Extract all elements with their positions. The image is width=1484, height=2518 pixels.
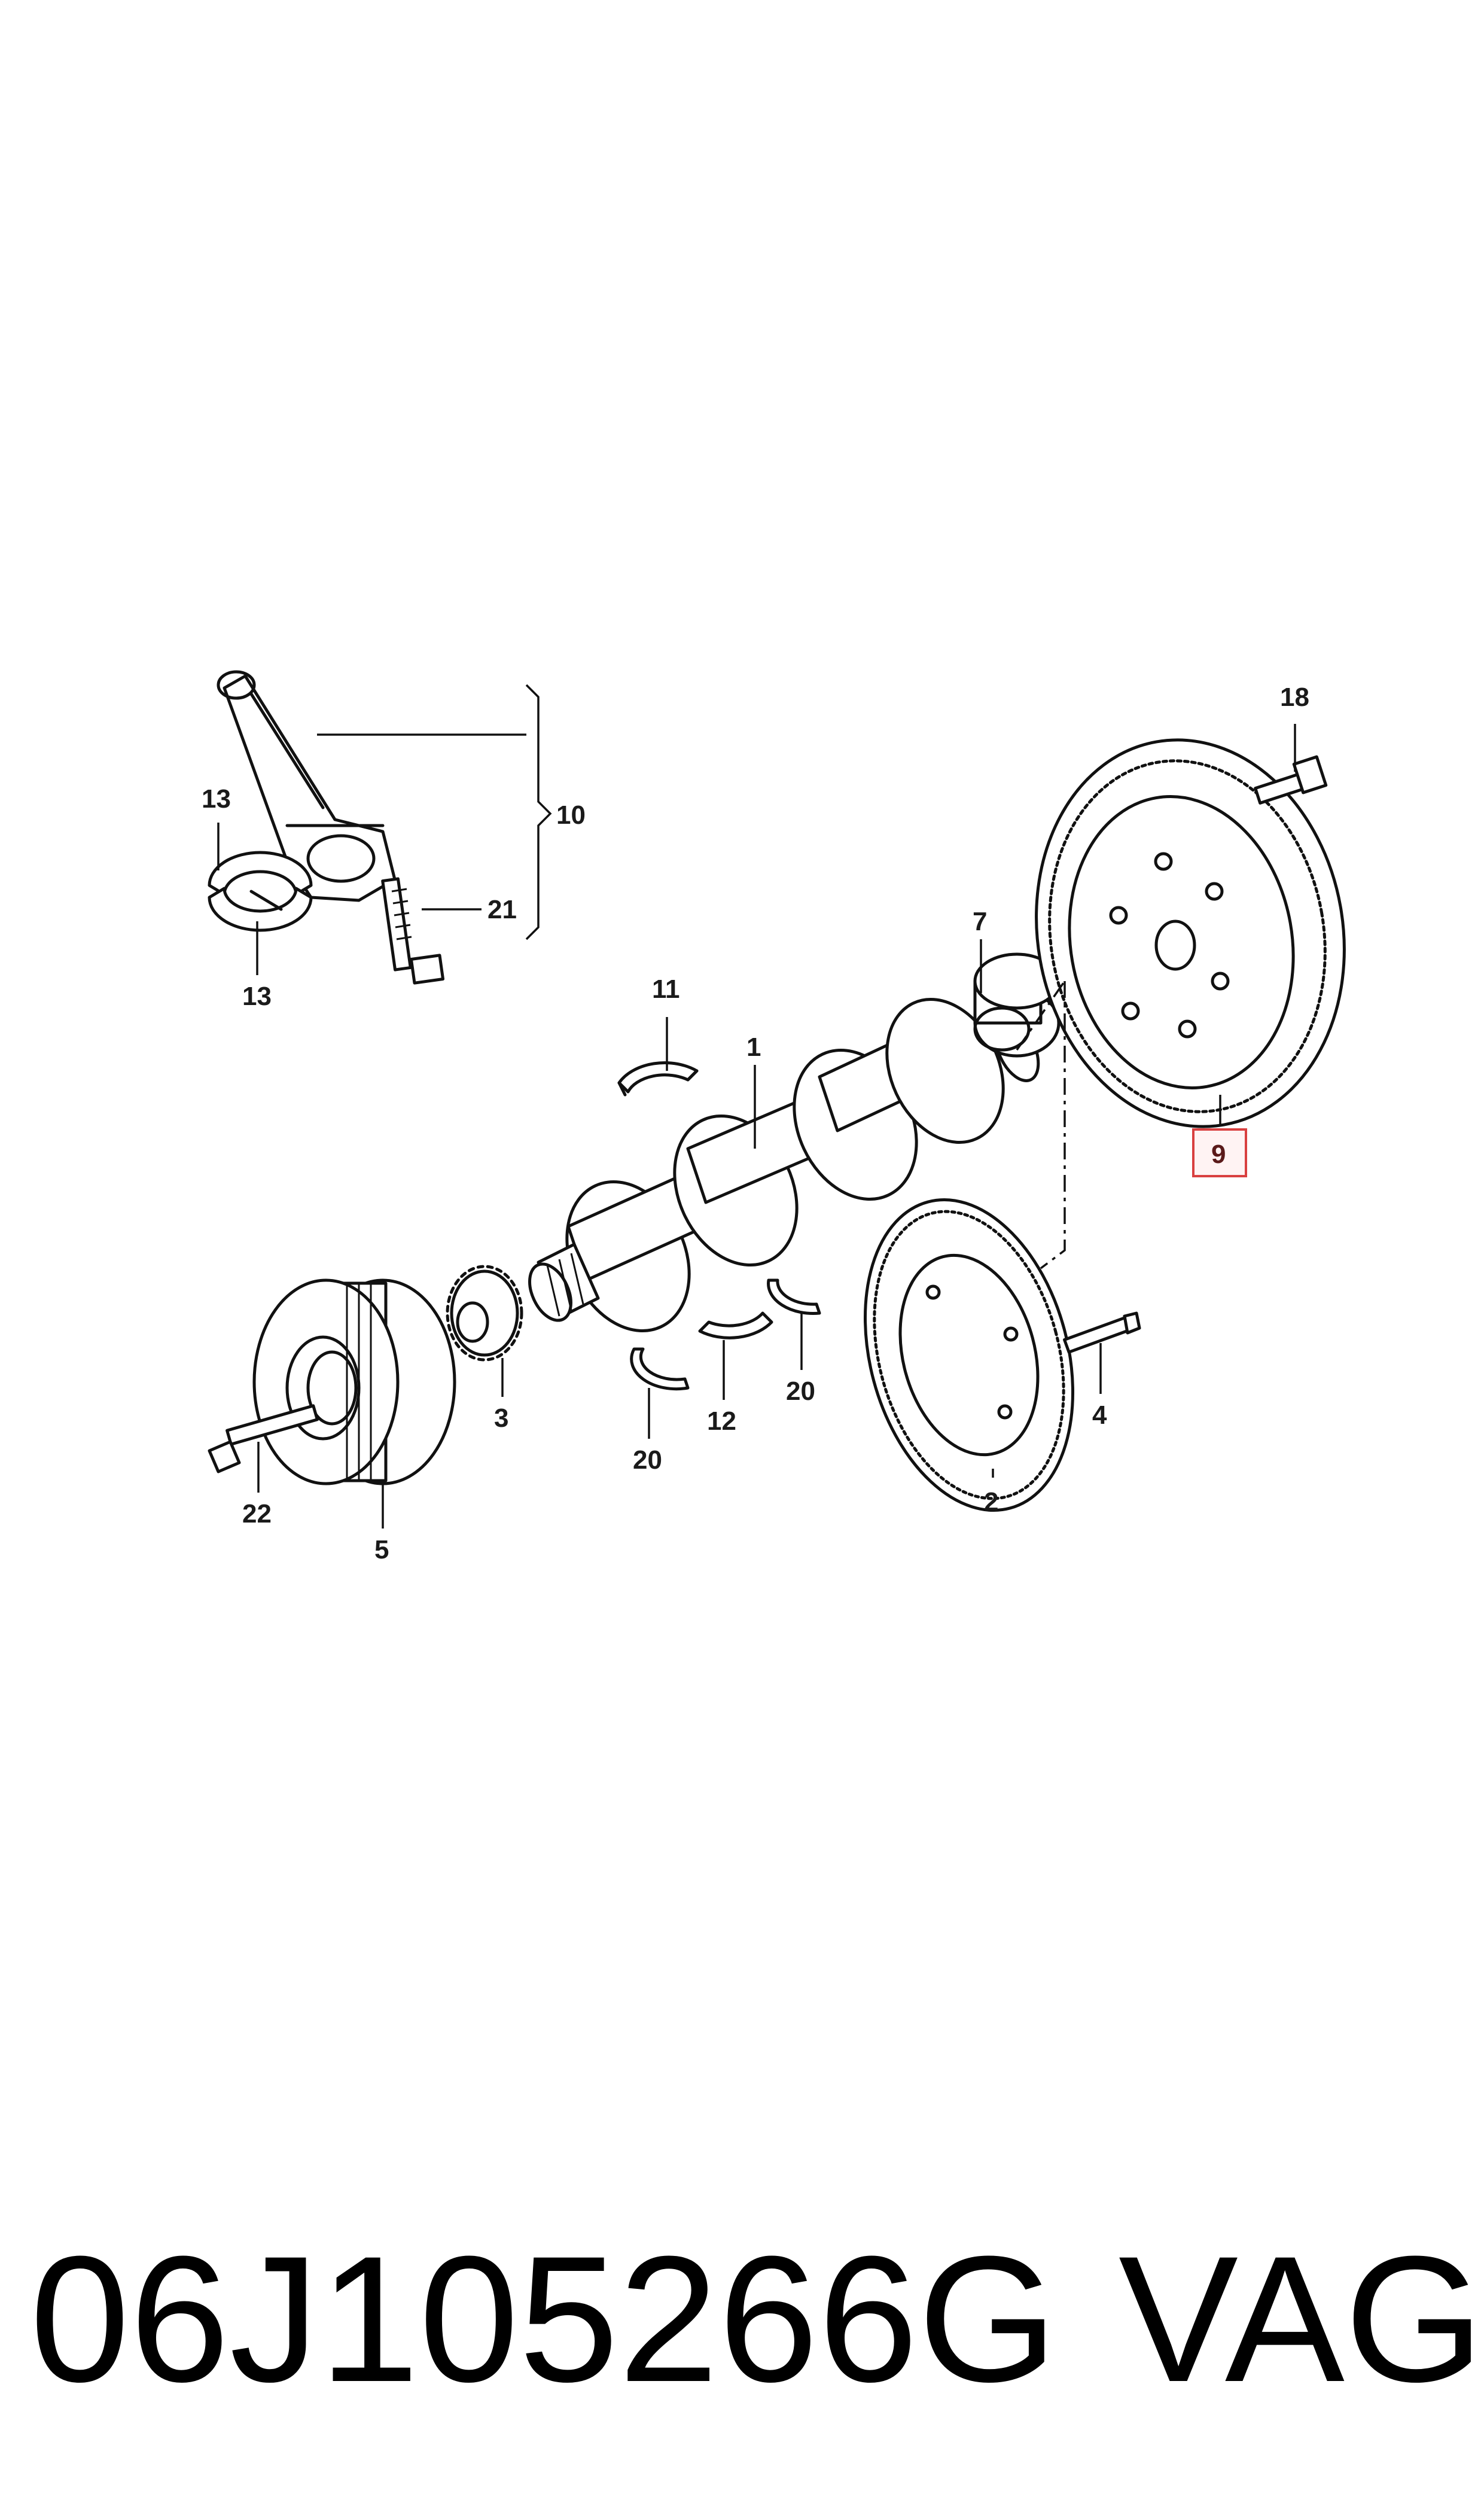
callout-1: 1 <box>746 1033 761 1062</box>
drive-plate-bolt <box>1063 1311 1141 1354</box>
brand-name: VAG <box>1119 2218 1484 2419</box>
connecting-rod <box>217 670 397 902</box>
callout-20-left: 20 <box>633 1445 662 1475</box>
part-number: 06J105266G <box>30 2218 1058 2419</box>
crankshaft-sprocket <box>446 1265 523 1362</box>
alignment-line <box>1040 981 1066 1269</box>
callout-3: 3 <box>494 1403 508 1433</box>
callout-21: 21 <box>487 895 517 924</box>
conrod-bolt <box>381 877 445 985</box>
callout-2: 2 <box>984 1487 998 1517</box>
damper-bolt <box>208 1404 319 1473</box>
main-bearing-upper <box>617 1061 699 1097</box>
callout-13-top: 13 <box>202 784 231 814</box>
callout-4: 4 <box>1092 1400 1107 1430</box>
callout-7: 7 <box>973 907 987 936</box>
vibration-damper <box>252 1278 456 1485</box>
thrust-washer-right <box>767 1278 821 1315</box>
thrust-washer-left <box>630 1347 690 1391</box>
drive-plate <box>863 1198 1075 1512</box>
callout-9-highlight <box>1192 1128 1247 1177</box>
callout-13-bottom: 13 <box>242 982 272 1011</box>
bracket-10 <box>525 684 552 940</box>
callout-9: 9 <box>1211 1140 1226 1169</box>
callout-5: 5 <box>374 1535 389 1564</box>
callout-12: 12 <box>707 1406 736 1436</box>
flywheel <box>1035 738 1346 1128</box>
flywheel-bolt <box>1254 755 1328 805</box>
callout-11: 11 <box>652 975 680 1004</box>
callout-22: 22 <box>242 1499 272 1529</box>
conrod-bearing-shells <box>208 851 313 932</box>
crankshaft <box>528 997 1040 1332</box>
callout-18: 18 <box>1280 683 1309 712</box>
callout-10: 10 <box>556 800 586 830</box>
callout-20-right: 20 <box>786 1377 815 1406</box>
main-bearing-lower <box>698 1311 773 1339</box>
